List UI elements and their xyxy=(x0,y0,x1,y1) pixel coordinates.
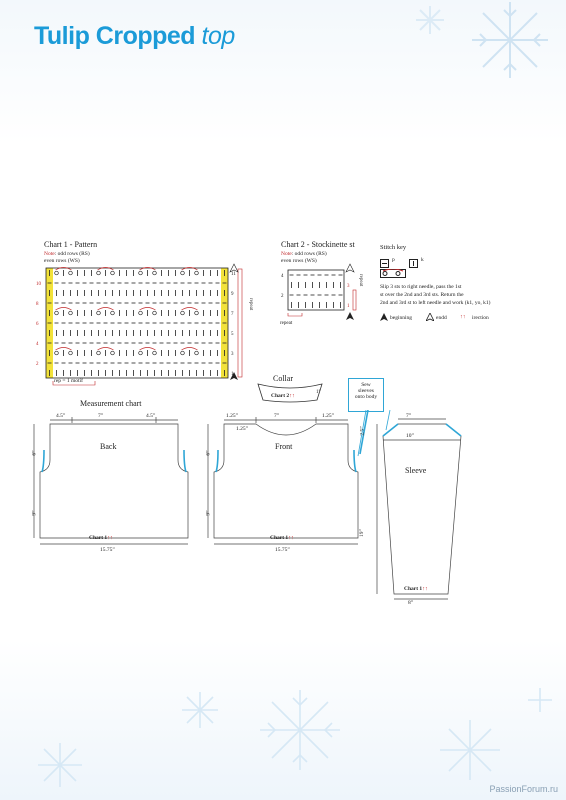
title-main: Tulip Cropped xyxy=(34,22,196,50)
collar-chart: Chart 2↑↑ xyxy=(271,393,295,399)
front-bottom-dim: 15.75” xyxy=(275,547,290,553)
chart1-note-even: even rows (WS) xyxy=(44,258,80,264)
stitch-key-purl xyxy=(380,255,389,273)
back-top-left-dim: 4.5” xyxy=(56,413,66,419)
chart1-repeat-label: repeat xyxy=(248,298,253,311)
chart1-footer: rep = 1 motif xyxy=(54,378,83,384)
chart1-row-number: 6 xyxy=(36,322,39,327)
front-side-top-dim: 6” xyxy=(205,450,212,456)
chart1-row-number: 5 xyxy=(231,332,234,337)
sleeve-top-dim: 7” xyxy=(406,413,412,419)
chart1-row-number: 9 xyxy=(231,292,234,297)
title-italic: top xyxy=(201,22,236,50)
page-title: Tulip Cropped top xyxy=(34,22,235,51)
chart2-note-even: even rows (WS) xyxy=(281,258,317,264)
chart2-note-odd: Note: odd rows (RS) xyxy=(281,251,327,257)
collar-dim: 1” xyxy=(316,390,321,395)
chart2-row-number: 2 xyxy=(281,294,284,299)
tulip-stitch-symbol-icon xyxy=(380,269,406,278)
footer-watermark: PassionForum.ru xyxy=(489,784,558,794)
chart2-title: Chart 2 - Stockinette st xyxy=(281,240,355,249)
stitch-key-end: endd xyxy=(436,315,447,321)
chart1-row-number: 4 xyxy=(36,342,39,347)
back-side-top-dim: 6” xyxy=(31,450,38,456)
chart1-row-number: 10 xyxy=(36,282,42,287)
measurement-title: Measurement chart xyxy=(80,399,142,408)
chart1-grid: 11 9 7 5 3 1 10 8 6 4 2 repeat xyxy=(36,263,253,386)
sew-note-line-2: sleeves xyxy=(358,388,374,394)
stitch-key-desc-1: Slip 3 sts to right needle, pass the 1st xyxy=(380,284,462,290)
chart1-note-odd: Note: odd rows (RS) xyxy=(44,251,90,257)
front-top-right-dim: 1.25” xyxy=(322,413,335,419)
stitch-key-knit xyxy=(409,255,418,273)
chart1-title: Chart 1 - Pattern xyxy=(44,240,98,249)
chart2-repeat-bottom: repeat xyxy=(280,321,293,326)
sleeve-width-dim: 10” xyxy=(406,433,414,439)
chart1-row-number: 1 xyxy=(231,372,234,377)
sleeve-outline xyxy=(382,423,462,595)
front-top-mid-dim: 7” xyxy=(274,413,280,419)
collar-title: Collar xyxy=(273,374,293,383)
knit-symbol-icon xyxy=(409,259,418,268)
stitch-key-knit-label: k xyxy=(421,257,424,263)
stitch-key-direction: irection xyxy=(472,315,489,321)
chart2-row-number: 1 xyxy=(347,304,350,309)
chart2-row-number: 4 xyxy=(281,274,284,279)
measurement-diagram xyxy=(33,410,462,600)
front-top-left-dim: 1.25” xyxy=(226,413,239,419)
front-neck-drop-dim: 1.25” xyxy=(236,426,249,432)
sleeve-length-dim: 19” xyxy=(358,529,365,537)
purl-symbol-icon xyxy=(380,259,389,268)
sew-note-line-1: Sew xyxy=(361,382,371,388)
front-chart: Chart 1↑↑ xyxy=(270,535,294,541)
sleeve-name: Sleeve xyxy=(405,466,427,475)
chart1-row-number: 7 xyxy=(231,312,234,317)
sleeve-bottom-dim: 8” xyxy=(408,600,414,606)
snowflake-decoration-bottom xyxy=(38,688,552,787)
back-bottom-dim: 15.75” xyxy=(100,547,115,553)
sew-note-box: Sew sleeves onto body xyxy=(348,378,384,412)
stitch-key-desc-2: st over the 2nd and 3rd sts. Return the xyxy=(380,292,464,298)
back-outline xyxy=(39,423,189,539)
chart1-row-number: 11 xyxy=(231,272,236,277)
back-chart: Chart 1↑↑ xyxy=(89,535,113,541)
end-arrow-icon xyxy=(426,313,434,321)
beginning-arrow-icon xyxy=(380,313,388,321)
front-outline xyxy=(213,423,359,539)
chart1-row-number: 3 xyxy=(231,352,234,357)
front-side-bottom-dim: 9” xyxy=(205,510,212,516)
front-name: Front xyxy=(275,442,293,451)
chart1-row-number: 8 xyxy=(36,302,39,307)
direction-arrows-icon: ↑↑ xyxy=(460,314,466,320)
back-top-right-dim: 4.5” xyxy=(146,413,156,419)
chart1-row-number: 2 xyxy=(36,362,39,367)
back-side-bottom-dim: 9” xyxy=(31,510,38,516)
back-name: Back xyxy=(100,442,117,451)
stitch-key-desc-3: 2nd and 3rd st to left needle and work (… xyxy=(380,300,491,306)
stitch-key-beginning: beginning xyxy=(390,315,412,321)
back-top-mid-dim: 7” xyxy=(98,413,104,419)
sleeve-chart: Chart 1↑↑ xyxy=(404,586,428,592)
stitch-key-title: Stitch key xyxy=(380,244,407,251)
snowflake-decoration-top-right xyxy=(416,2,548,78)
collar-shape xyxy=(257,383,323,403)
chart2-row-number: 3 xyxy=(347,284,350,289)
chart2-repeat-side: repeat xyxy=(358,274,363,287)
stitch-key-purl-label: p xyxy=(392,257,395,263)
sew-note-line-3: onto body xyxy=(354,394,378,400)
sleeve-cap-dim: 2.5” xyxy=(359,426,366,436)
chart2-grid: 4 2 3 1 repeat repeat xyxy=(280,263,363,326)
